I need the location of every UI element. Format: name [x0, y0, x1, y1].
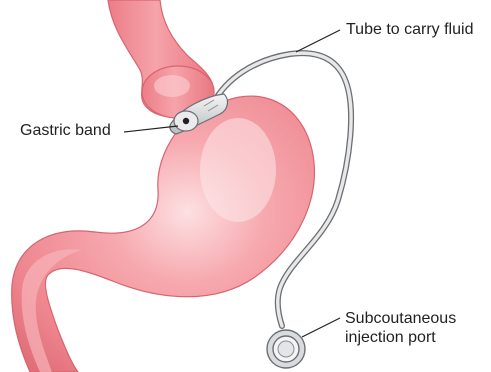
port-leader-line	[302, 318, 340, 337]
injection-port-label-line2: injection port	[345, 328, 456, 347]
gastric-band-label: Gastric band	[20, 121, 111, 140]
tube-label: Tube to carry fluid	[346, 20, 473, 39]
tube-leader-line	[296, 30, 340, 52]
injection-port-label-line1: Subcoutaneous	[345, 309, 456, 328]
injection-port-label: Subcoutaneous injection port	[345, 309, 456, 347]
stomach-highlight	[200, 118, 276, 222]
injection-port	[267, 330, 305, 368]
stomach-pouch-highlight	[154, 75, 190, 97]
